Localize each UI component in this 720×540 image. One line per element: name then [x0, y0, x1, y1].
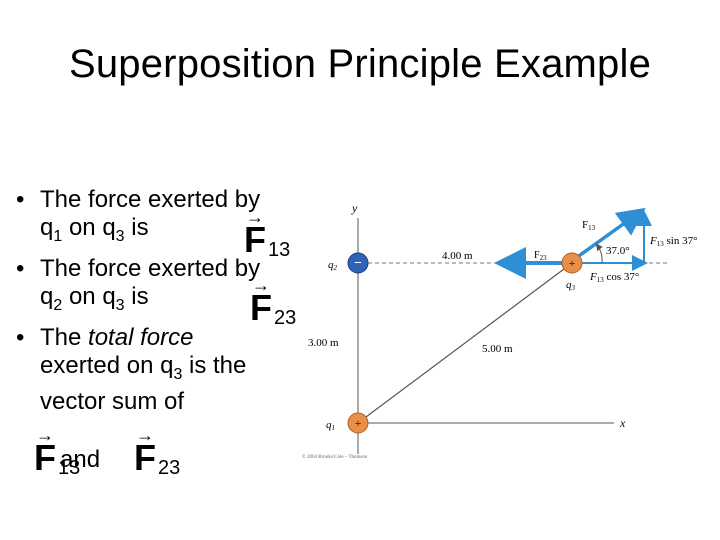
f13-diagram-label: F13 — [582, 219, 596, 232]
f13-cos-label: F13 cos 37° — [589, 271, 639, 284]
copyright-text: © 2004 Brooks/Cole – Thomson — [302, 454, 368, 460]
minus-sign-icon: − — [354, 256, 362, 271]
vector-arrow-icon: → — [246, 207, 264, 227]
bullet-text: is the — [182, 351, 247, 379]
angle-arc — [595, 243, 603, 264]
vector-subscript: 23 — [158, 457, 181, 479]
vector-f13-bullet: → F 13 — [244, 208, 290, 260]
distance-label-q2-q3: 4.00 m — [442, 250, 473, 262]
plus-sign-icon: + — [569, 256, 576, 270]
distance-label-q1-q2: 3.00 m — [308, 337, 339, 349]
bullet-line: vector sum of — [40, 388, 185, 416]
vector-f23-sum: → F 23 — [134, 426, 180, 478]
charge-subscript: 3 — [115, 227, 125, 245]
bullet-line: The force exerted by — [40, 254, 261, 282]
vector-letter: F — [244, 219, 266, 260]
bullet-text: is — [131, 282, 149, 310]
bullet-list: • The force exerted by q1 on q3 is • The… — [16, 186, 316, 420]
charge-subscript: 2 — [53, 296, 63, 314]
y-axis-label: y — [351, 201, 358, 215]
vector-subscript: 13 — [58, 457, 81, 479]
bullet-line: q1 on q3 is — [40, 214, 316, 251]
vector-letter: F — [250, 287, 272, 328]
charge-diagram: y x 4.00 m 3.00 m 5.00 m F23 F13 37.0° F… — [302, 201, 697, 460]
f13-vector-arrow — [574, 207, 646, 260]
vector-arrow-icon: → — [252, 275, 270, 295]
vector-subscript: 13 — [268, 239, 291, 261]
line-q1-q3 — [357, 262, 573, 424]
emphasis-text: total force — [88, 323, 194, 351]
bullet-dot: • — [16, 186, 25, 213]
charge-subscript: 1 — [53, 227, 63, 245]
bullet-line: q2 on q3 is — [40, 283, 316, 320]
vector-arrow-icon: → — [136, 425, 154, 445]
bullet-text: exerted on q — [40, 351, 174, 379]
vector-subscript: 23 — [274, 307, 297, 329]
q1-label: q1 — [326, 419, 335, 432]
bullet-line: The force exerted by — [40, 186, 261, 213]
bullet-text: on — [68, 282, 96, 310]
bullet-line: exerted on q3 is the — [40, 352, 316, 389]
charge-subscript: 3 — [173, 365, 183, 383]
distance-label-q1-q3: 5.00 m — [482, 343, 513, 355]
charge-symbol: q — [102, 214, 116, 241]
slide-title: Superposition Principle Example — [68, 42, 652, 86]
plus-sign-icon: + — [355, 416, 362, 430]
charge-symbol: q — [40, 214, 54, 241]
bullet-dot: • — [16, 323, 25, 351]
charge-symbol: q — [102, 282, 116, 310]
f23-diagram-label: F23 — [534, 250, 547, 262]
vector-arrow-icon: → — [36, 425, 54, 445]
vector-f23-bullet: → F 23 — [250, 276, 296, 328]
and-text: and — [60, 446, 101, 473]
q3-label: q3 — [566, 279, 576, 292]
bullet-text: The — [40, 323, 89, 351]
charge-symbol: q — [40, 282, 54, 310]
bullet-text: on — [68, 214, 96, 241]
bullet-total-force: • The total force exerted on q3 is the v… — [16, 324, 316, 417]
f13-sin-label: F13 sin 37° — [649, 235, 697, 248]
charge-subscript: 3 — [115, 296, 125, 314]
bullet-text: is — [131, 214, 149, 241]
bullet-f23: • The force exerted by q2 on q3 is — [16, 255, 316, 320]
x-axis-label: x — [619, 416, 626, 430]
vector-letter: F — [134, 437, 156, 478]
q2-negative-charge — [347, 252, 369, 274]
vector-letter: F — [34, 437, 56, 478]
q2-label: q2 — [328, 259, 338, 272]
q1-positive-charge — [347, 412, 369, 434]
bullet-f13: • The force exerted by q1 on q3 is — [16, 186, 316, 251]
angle-label: 37.0° — [606, 245, 630, 257]
bullet-line: The total force — [40, 324, 316, 352]
bullet-dot: • — [16, 254, 25, 282]
q3-positive-charge — [561, 252, 583, 274]
vector-f13-sum: → F 13 — [34, 426, 80, 478]
